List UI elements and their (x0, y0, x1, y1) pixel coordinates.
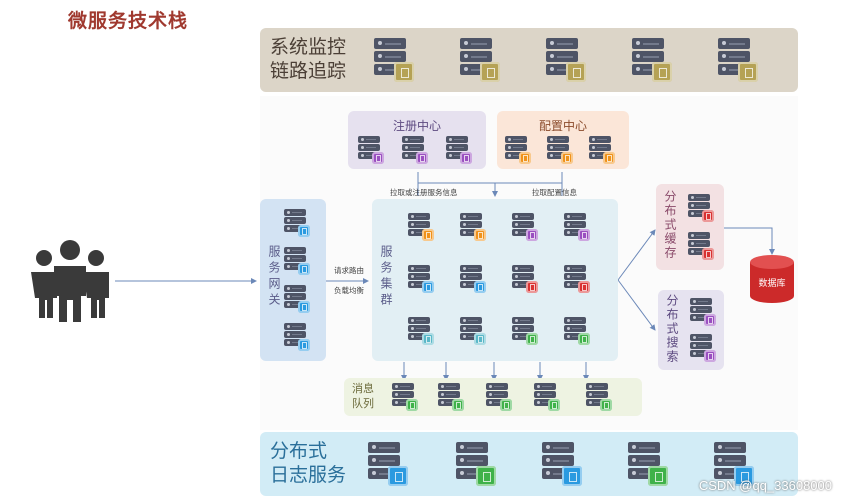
logging-label-line2: 日志服务 (270, 465, 347, 486)
message-queue-panel: 消息 队列 (344, 378, 642, 416)
server-icon (446, 136, 472, 164)
config-center-panel: 配置中心 (497, 111, 629, 169)
database-label: 数据库 (758, 278, 786, 288)
distributed-search-panel: 分布式搜索 (658, 290, 724, 370)
server-icon (542, 442, 582, 486)
pull-config-label: 拉取配置信息 (532, 188, 577, 197)
registry-center-panel: 注册中心 (348, 111, 486, 169)
server-icon (714, 442, 754, 486)
server-icon (368, 442, 408, 486)
distributed-search-label: 分布式搜索 (665, 294, 679, 364)
server-icon (284, 285, 310, 313)
load-balance-label: 负载均衡 (334, 286, 364, 295)
users-icon (31, 240, 109, 322)
server-icon (374, 38, 414, 82)
gateway-panel: 服务网关 (260, 199, 326, 361)
server-icon (512, 265, 538, 293)
monitoring-label: 系统监控 链路追踪 (270, 36, 346, 84)
server-icon (284, 247, 310, 275)
server-icon (632, 38, 672, 82)
monitoring-label-line2: 链路追踪 (270, 61, 347, 82)
server-icon (392, 383, 418, 411)
message-queue-label-line2: 队列 (352, 398, 374, 410)
server-icon (408, 213, 434, 241)
server-icon (628, 442, 668, 486)
server-icon (534, 383, 560, 411)
server-icon (408, 265, 434, 293)
server-icon (589, 136, 615, 164)
server-icon (564, 317, 590, 345)
server-icon (688, 194, 714, 222)
page-title: 微服务技术栈 (68, 11, 189, 32)
pull-register-label: 拉取或注册服务信息 (390, 188, 458, 197)
database-icon: 数据库 (748, 254, 796, 304)
server-icon (690, 298, 716, 326)
message-queue-label: 消息 队列 (352, 382, 374, 412)
server-icon (718, 38, 758, 82)
monitoring-panel: 系统监控 链路追踪 (260, 28, 798, 92)
watermark: CSDN @qq_33608000 (698, 478, 832, 493)
server-icon (564, 265, 590, 293)
server-icon (512, 213, 538, 241)
server-icon (546, 38, 586, 82)
server-icon (460, 265, 486, 293)
server-icon (284, 209, 310, 237)
server-icon (586, 383, 612, 411)
server-icon (564, 213, 590, 241)
logging-label: 分布式 日志服务 (270, 440, 346, 488)
server-icon (408, 317, 434, 345)
server-icon (438, 383, 464, 411)
server-icon (486, 383, 512, 411)
server-icon (460, 213, 486, 241)
server-icon (402, 136, 428, 164)
config-center-title: 配置中心 (538, 119, 587, 133)
registry-center-title: 注册中心 (392, 119, 441, 133)
monitoring-label-line1: 系统监控 (270, 37, 347, 58)
gateway-label: 服务网关 (267, 245, 281, 309)
server-icon (512, 317, 538, 345)
server-icon (688, 232, 714, 260)
route-label: 请求路由 (334, 266, 364, 275)
server-icon (456, 442, 496, 486)
server-icon (547, 136, 573, 164)
server-icon (284, 323, 310, 351)
server-icon (505, 136, 531, 164)
server-icon (460, 317, 486, 345)
distributed-cache-panel: 分布式缓存 (656, 184, 724, 270)
distributed-cache-label: 分布式缓存 (663, 190, 677, 260)
server-icon (690, 334, 716, 362)
logging-panel: 分布式 日志服务 (260, 432, 798, 496)
message-queue-label-line1: 消息 (352, 383, 374, 395)
server-icon (460, 38, 500, 82)
server-icon (358, 136, 384, 164)
logging-label-line1: 分布式 (270, 441, 328, 462)
service-cluster-panel: 服务集群 (372, 199, 618, 361)
service-cluster-label: 服务集群 (379, 245, 393, 309)
